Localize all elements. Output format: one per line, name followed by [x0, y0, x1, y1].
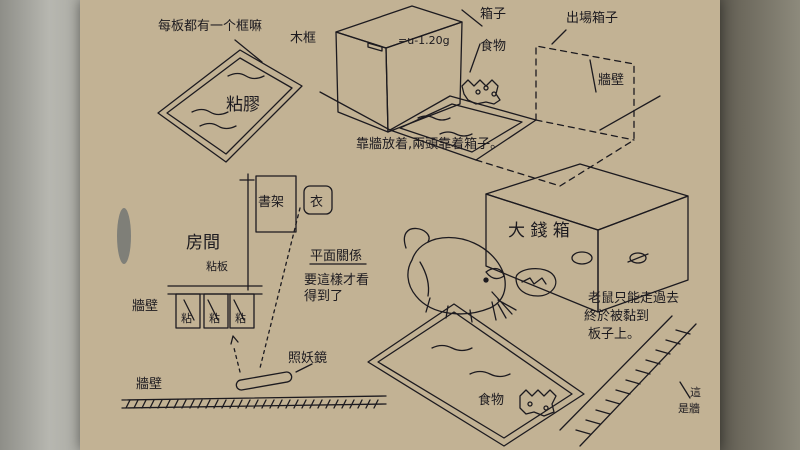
wall-bottom-right-1: 這: [690, 385, 701, 399]
plan-view-note-2: 得到了: [304, 288, 343, 304]
mouse-note-1: 老鼠只能走過去: [588, 291, 679, 306]
money-box-label: 大 錢 箱: [508, 221, 570, 241]
bottom-board-drawing: [367, 303, 585, 447]
mouse-drawing: [403, 227, 557, 323]
board-cell-1: 粘: [181, 311, 192, 325]
svg-text:=u-1.20g: =u-1.20g: [398, 34, 450, 47]
wall-bottom-label: 牆壁: [136, 377, 162, 392]
money-box-drawing: [485, 163, 689, 313]
box-label: 箱子: [480, 6, 506, 22]
bookcase-label: 書架: [258, 195, 284, 210]
wall-line: [319, 91, 391, 131]
glue-pad-drawing: [157, 39, 303, 163]
food-bottom-label: 食物: [478, 392, 504, 408]
bottom-right-wall-drawing: [559, 315, 697, 447]
mouse-note-2: 終於被黏到: [584, 308, 649, 324]
food-top-label: 食物: [480, 38, 506, 54]
instruction-label: 靠牆放着,兩頭靠着箱子。: [356, 136, 503, 152]
wardrobe-label: 衣: [310, 194, 323, 210]
pad-label: 粘膠: [226, 95, 260, 115]
bottom-wall-drawing: [121, 395, 387, 409]
top-board-drawing: [389, 43, 537, 161]
mirror-label: 照妖鏡: [288, 351, 327, 366]
plan-view-title: 平面關係: [310, 249, 362, 264]
background-left: [0, 0, 90, 450]
dashed-box-drawing: [475, 45, 635, 187]
room-label: 房間: [186, 233, 220, 253]
board-cell-3: 粘: [235, 311, 246, 325]
floor-plan-drawing: [167, 173, 333, 373]
board-small-label: 粘板: [206, 259, 228, 273]
punch-hole: [117, 208, 131, 264]
frame-label: 木框: [290, 31, 316, 46]
wall-right-label: 牆壁: [598, 73, 624, 88]
caption-top: 每板都有一个框嘛: [158, 18, 262, 34]
board-cell-2: 粘: [209, 311, 220, 325]
mouse-note-3: 板子上。: [588, 327, 640, 342]
wall-left-label: 牆壁: [132, 299, 158, 314]
mirror-drawing: [235, 363, 313, 391]
out-box-label: 出場箱子: [566, 10, 618, 26]
box-drawing: =u-1.20g: [335, 5, 483, 133]
plan-view-note-1: 要這樣才看: [304, 272, 369, 288]
wall-bottom-right-2: 是牆: [678, 401, 700, 415]
